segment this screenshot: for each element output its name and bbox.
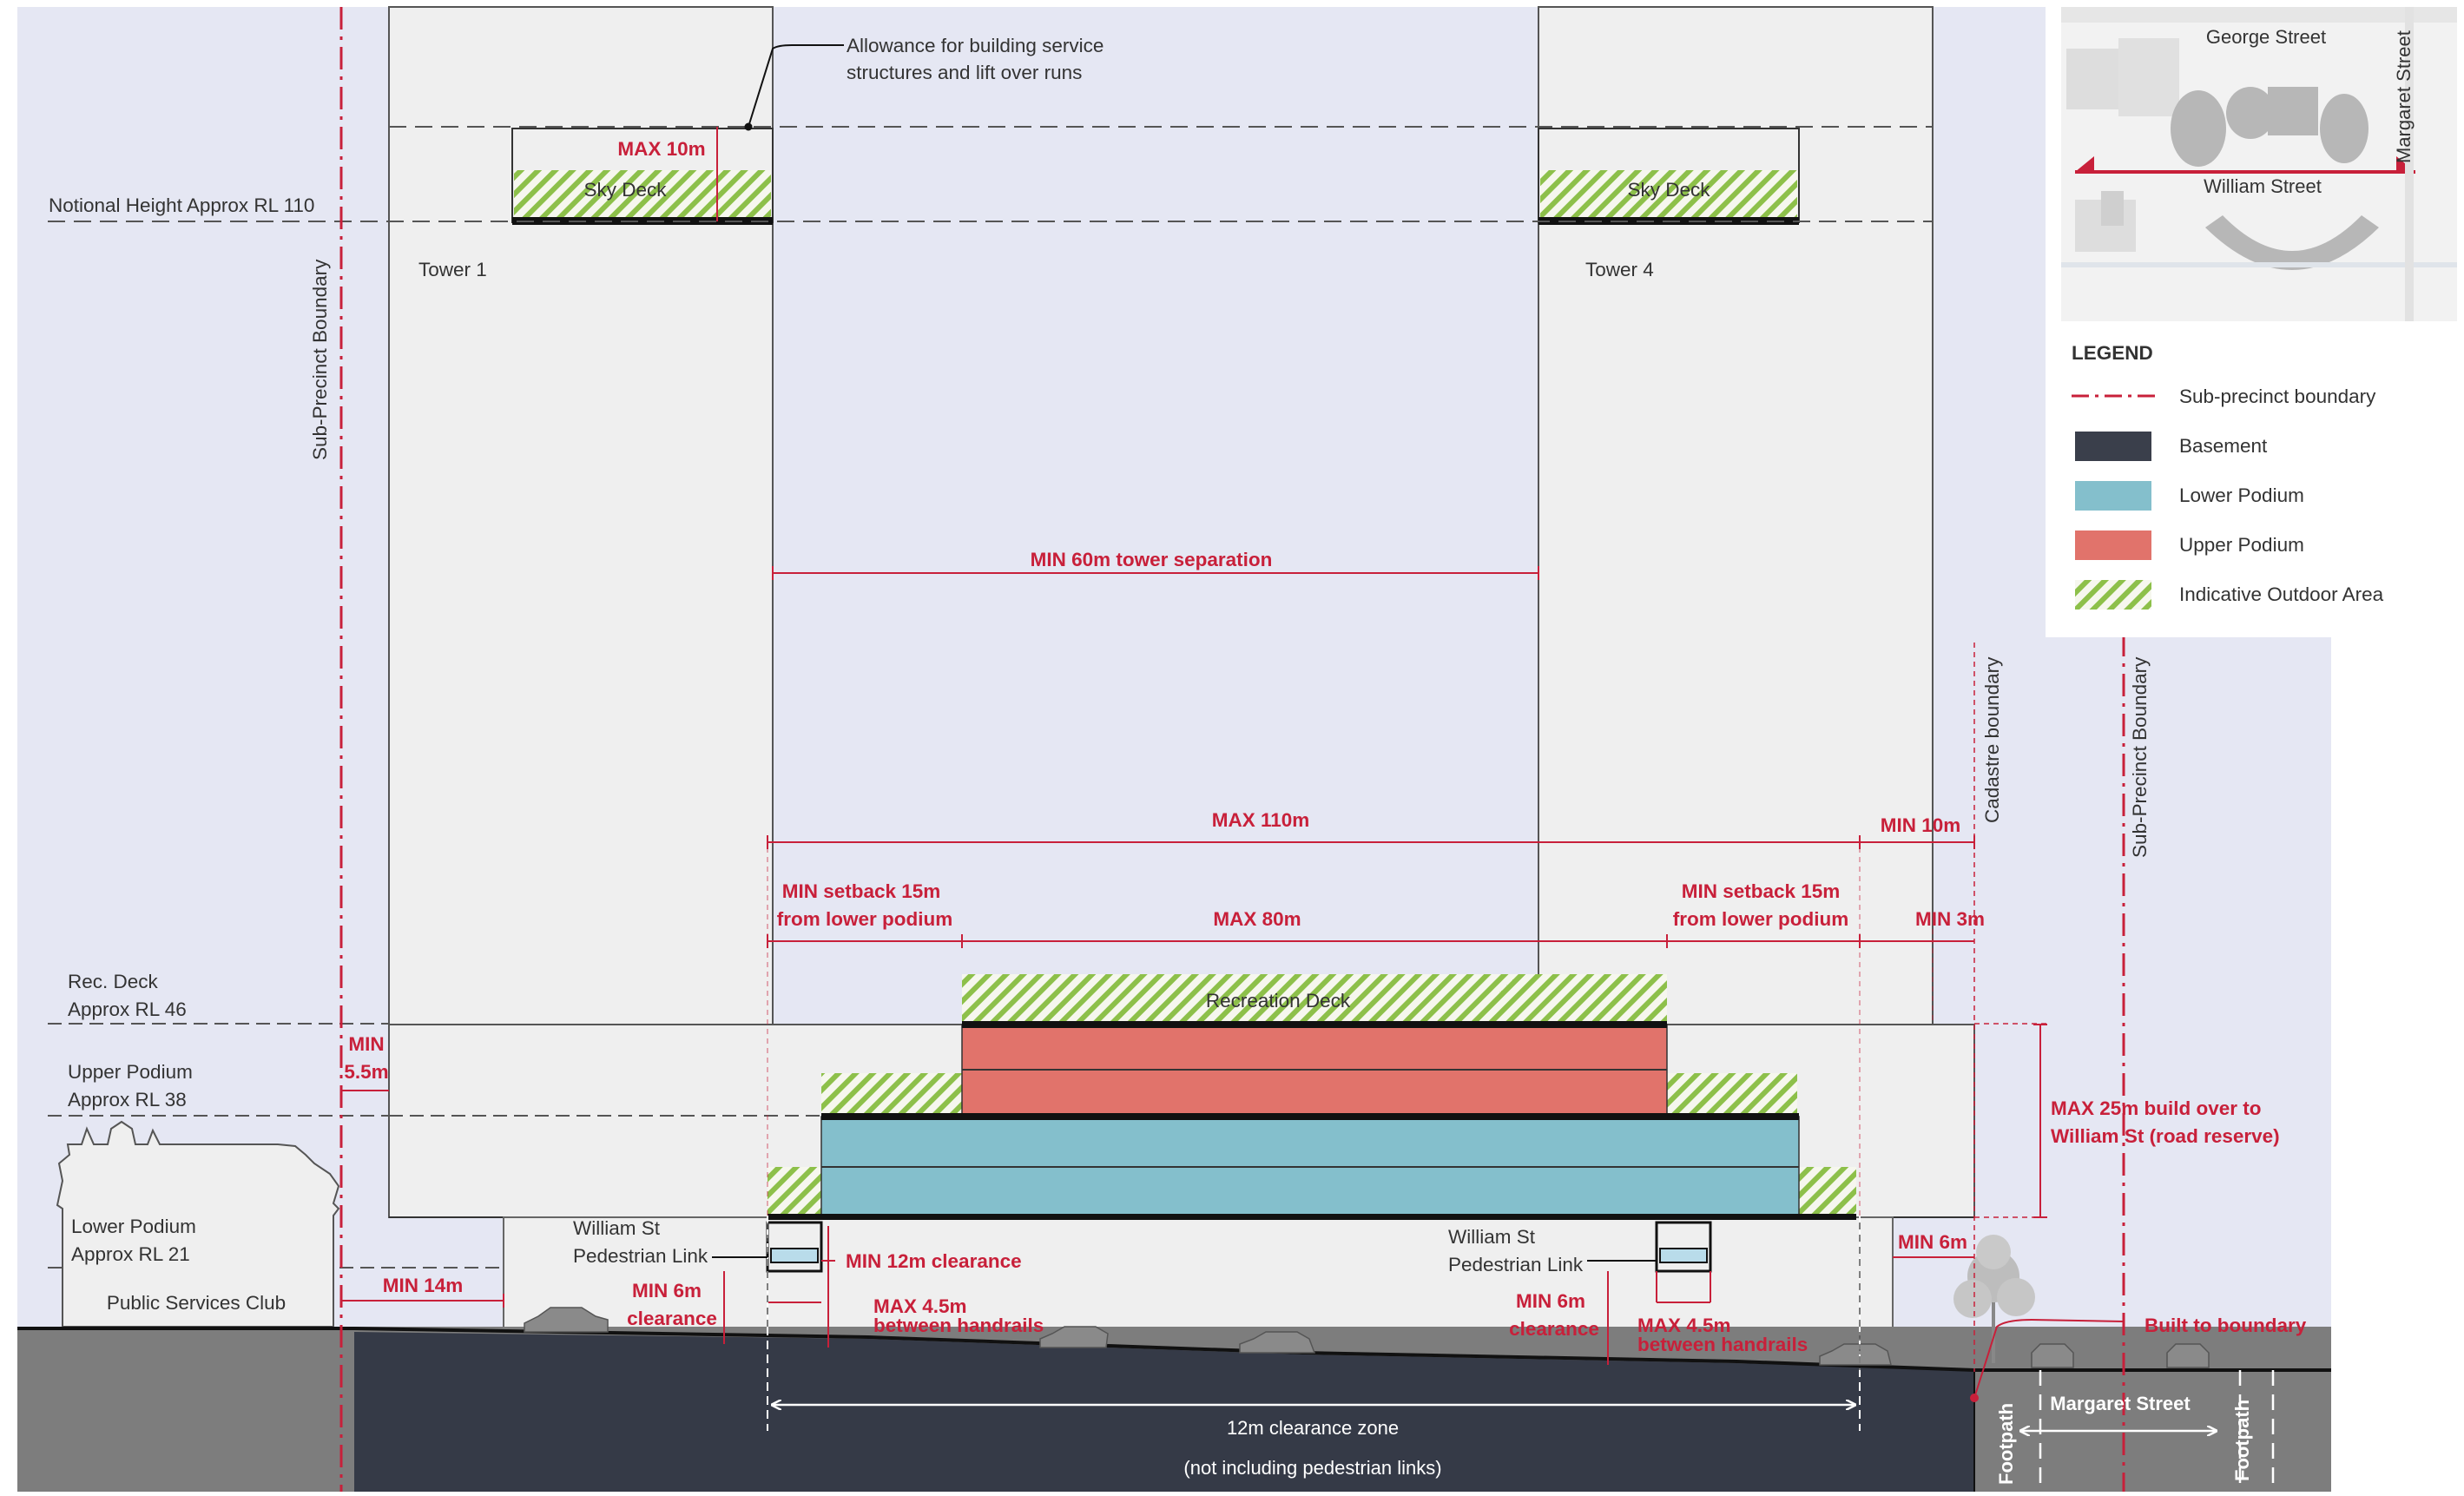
allowance-label-1: Allowance for building service xyxy=(847,35,1104,56)
legend-label: Upper Podium xyxy=(2179,534,2304,556)
map-william-street: William Street xyxy=(2204,175,2322,197)
legend-swatch xyxy=(2075,432,2151,461)
legend-item: Upper Podium xyxy=(2075,531,2304,560)
upper-podium-label-2: Approx RL 38 xyxy=(68,1089,187,1110)
setback-right-label-2: from lower podium xyxy=(1673,908,1849,930)
dimension-lines xyxy=(341,127,2125,1402)
tree-icon xyxy=(1953,1235,2035,1363)
pedestrian-link-left xyxy=(766,1221,823,1273)
map-george-street: George Street xyxy=(2206,26,2326,48)
max-25m-label-1: MAX 25m build over to xyxy=(2051,1097,2262,1119)
max-4-5m-left-label-1: MAX 4.5m xyxy=(873,1295,967,1317)
legend-label: Sub-precinct boundary xyxy=(2179,386,2376,407)
sky-deck-left-label: Sky Deck xyxy=(583,179,667,201)
clearance-zone-label-2: (not including pedestrian links) xyxy=(1183,1457,1441,1479)
lower-podium-label-2: Approx RL 21 xyxy=(71,1243,190,1265)
car-icons xyxy=(524,1307,2210,1368)
basement xyxy=(354,1332,1974,1492)
link-left-label-1: William St xyxy=(573,1217,661,1239)
legend-item: Lower Podium xyxy=(2075,481,2304,511)
legend-label: Indicative Outdoor Area xyxy=(2179,583,2384,605)
legend-swatch xyxy=(2075,580,2151,610)
min-12m-clearance-label: MIN 12m clearance xyxy=(846,1250,1022,1272)
tower-1-label: Tower 1 xyxy=(418,259,487,280)
min-60m-label: MIN 60m tower separation xyxy=(1031,549,1273,570)
min-3m-label: MIN 3m xyxy=(1915,908,1985,930)
rec-deck-label-2: Approx RL 46 xyxy=(68,998,187,1020)
footpath-right-label: Footpath xyxy=(2231,1400,2253,1481)
recreation-deck-label: Recreation Deck xyxy=(1206,990,1351,1012)
link-right-label-2: Pedestrian Link xyxy=(1448,1254,1584,1275)
min-5-5m-label-1: MIN xyxy=(348,1033,384,1055)
key-map: George Street William Street Margaret St… xyxy=(2061,7,2457,321)
max-4-5m-right-label-1: MAX 4.5m xyxy=(1637,1315,1731,1336)
legend-panel: George Street William Street Margaret St… xyxy=(2046,0,2464,637)
cadastre-label: Cadastre boundary xyxy=(1981,656,2003,823)
map-margaret-street: Margaret Street xyxy=(2393,30,2415,163)
built-to-boundary-label: Built to boundary xyxy=(2144,1315,2307,1336)
rec-deck-label-1: Rec. Deck xyxy=(68,971,159,992)
setback-left-label-2: from lower podium xyxy=(777,908,953,930)
min-6m-left-label-1: MIN 6m xyxy=(632,1280,702,1302)
footpath-left-label: Footpath xyxy=(1995,1403,2017,1485)
notional-height-label: Notional Height Approx RL 110 xyxy=(49,194,314,216)
legend-swatch xyxy=(2075,481,2151,511)
min-6m-left-label-2: clearance xyxy=(627,1308,717,1329)
legend-item: Indicative Outdoor Area xyxy=(2075,580,2384,610)
recreation-deck-area xyxy=(962,974,1667,1023)
min-14m-label: MIN 14m xyxy=(383,1275,464,1296)
legend-item: Basement xyxy=(2075,432,2268,461)
setback-left-label-1: MIN setback 15m xyxy=(782,880,941,902)
max-10m-label: MAX 10m xyxy=(617,138,705,160)
sub-precinct-left-label: Sub-Precinct Boundary xyxy=(309,259,331,460)
min-6m-label: MIN 6m xyxy=(1898,1231,1967,1253)
max-4-5m-right-label-2: between handrails xyxy=(1637,1334,1808,1355)
link-left-label-2: Pedestrian Link xyxy=(573,1245,708,1267)
tower-4-label: Tower 4 xyxy=(1585,259,1654,280)
clearance-zone-label-1: 12m clearance zone xyxy=(1227,1417,1399,1439)
max-80m-label: MAX 80m xyxy=(1213,908,1301,930)
allowance-label-2: structures and lift over runs xyxy=(847,62,1082,83)
max-4-5m-left-label-2: between handrails xyxy=(873,1315,1044,1336)
max-25m-label-2: William St (road reserve) xyxy=(2051,1125,2280,1147)
min-10m-label: MIN 10m xyxy=(1881,814,1961,836)
sub-precinct-right-label: Sub-Precinct Boundary xyxy=(2129,656,2151,858)
public-services-club-label: Public Services Club xyxy=(107,1292,286,1314)
lower-podium-label-1: Lower Podium xyxy=(71,1216,196,1237)
setback-right-label-1: MIN setback 15m xyxy=(1682,880,1841,902)
legend-label: Basement xyxy=(2179,435,2268,457)
margaret-street-label: Margaret Street xyxy=(2050,1393,2191,1414)
upper-podium-label-1: Upper Podium xyxy=(68,1061,193,1083)
min-5-5m-label-2: 5.5m xyxy=(344,1061,388,1083)
legend-label: Lower Podium xyxy=(2179,484,2304,506)
pedestrian-link-right xyxy=(1655,1221,1712,1273)
legend-item: Sub-precinct boundary xyxy=(2072,386,2376,407)
sky-deck-right-label: Sky Deck xyxy=(1627,179,1710,201)
link-right-label-1: William St xyxy=(1448,1226,1536,1248)
max-110m-label: MAX 110m xyxy=(1212,809,1310,831)
public-services-club-building xyxy=(56,1120,340,1328)
min-6m-right-label-1: MIN 6m xyxy=(1516,1290,1585,1312)
legend-title: LEGEND xyxy=(2072,342,2153,364)
legend-swatch xyxy=(2075,531,2151,560)
min-6m-right-label-2: clearance xyxy=(1509,1318,1599,1340)
